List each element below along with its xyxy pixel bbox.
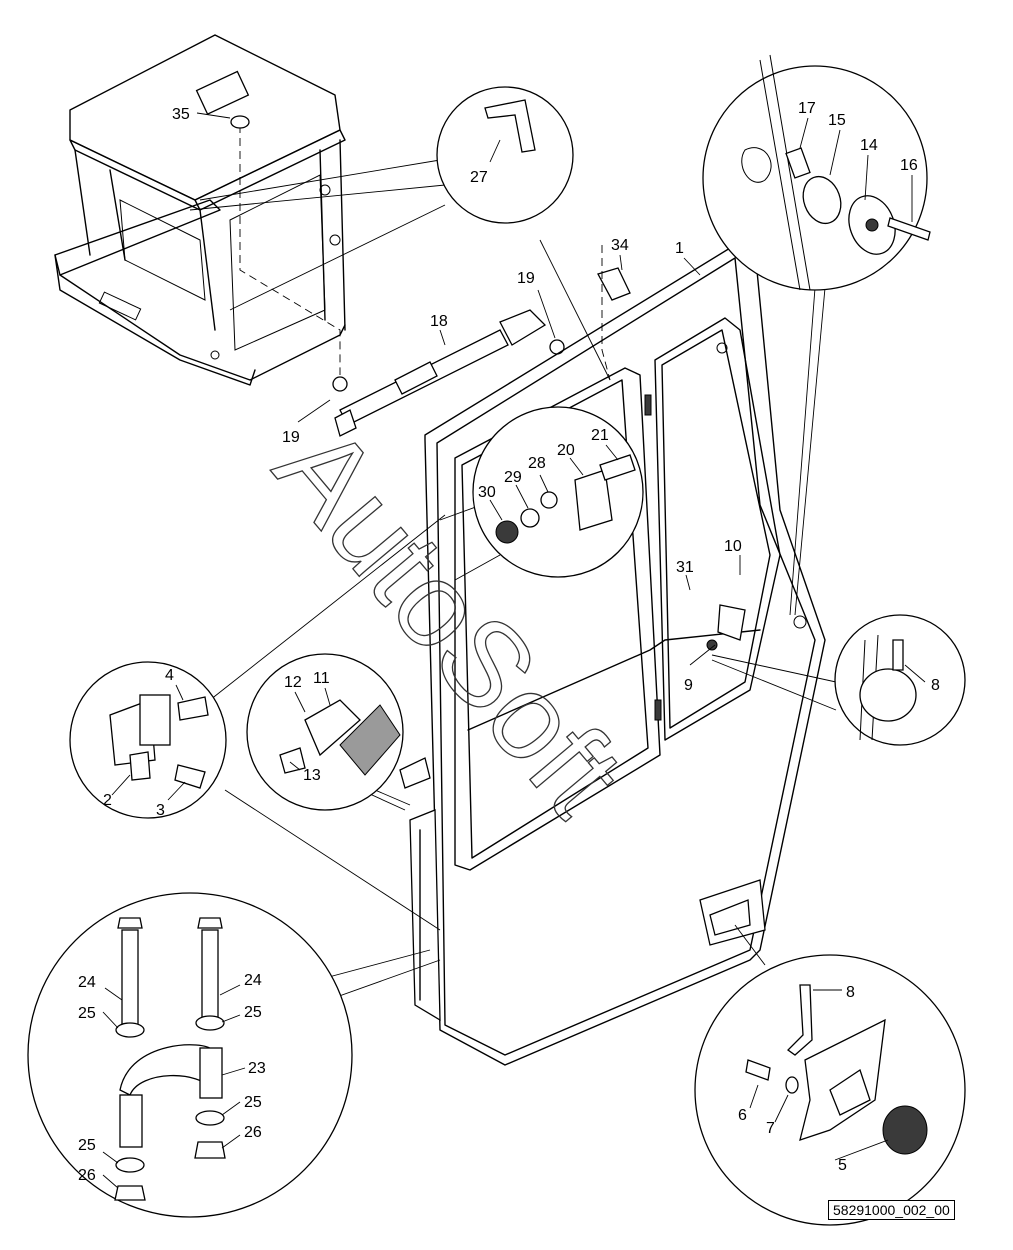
callout-24: 24 <box>78 974 96 991</box>
callout-13: 13 <box>303 767 321 784</box>
callout-25: 25 <box>78 1005 96 1022</box>
callout-25: 25 <box>244 1004 262 1021</box>
callout-25: 25 <box>244 1094 262 1111</box>
callout-1: 1 <box>675 240 684 257</box>
callout-12: 12 <box>284 674 302 691</box>
callout-30: 30 <box>478 484 496 501</box>
callout-21: 21 <box>591 427 609 444</box>
callout-24: 24 <box>244 972 262 989</box>
callout-20: 20 <box>557 442 575 459</box>
callout-26: 26 <box>78 1167 96 1184</box>
callout-3: 3 <box>156 802 165 819</box>
callout-labels: 1 2 3 4 5 6 7 8 8 9 10 11 12 13 14 15 16… <box>78 100 940 1189</box>
callout-11: 11 <box>313 670 330 687</box>
callout-18: 18 <box>430 313 448 330</box>
detail-hinge <box>69 514 446 931</box>
callout-34: 34 <box>611 237 629 254</box>
callout-14: 14 <box>860 137 878 154</box>
detail-inner-handle <box>694 924 966 1226</box>
detail-strut-end <box>246 653 411 811</box>
cab-frame <box>54 34 346 386</box>
callout-19: 19 <box>517 270 535 287</box>
detail-latch-plate <box>439 406 644 581</box>
callout-15: 15 <box>828 112 846 129</box>
callout-7: 7 <box>766 1120 775 1137</box>
callout-16: 16 <box>900 157 918 174</box>
detail-hinge-pin <box>702 54 931 616</box>
door-panel <box>399 244 826 1066</box>
callout-23: 23 <box>248 1060 266 1077</box>
callout-2: 2 <box>103 792 112 809</box>
callout-8: 8 <box>931 677 940 694</box>
callout-6: 6 <box>738 1107 747 1124</box>
callout-29: 29 <box>504 469 522 486</box>
callout-25: 25 <box>78 1137 96 1154</box>
callout-28: 28 <box>528 455 546 472</box>
drawing-code: 58291000_002_00 <box>828 1200 955 1220</box>
callout-31: 31 <box>676 559 694 576</box>
callout-10: 10 <box>724 538 742 555</box>
detail-bush <box>711 614 966 746</box>
callout-26: 26 <box>244 1124 262 1141</box>
callout-8: 8 <box>846 984 855 1001</box>
detail-hex-key <box>189 86 611 381</box>
callout-9: 9 <box>684 677 693 694</box>
callout-5: 5 <box>838 1157 847 1174</box>
callout-17: 17 <box>798 100 816 117</box>
detail-handle-mount <box>27 892 441 1218</box>
gas-strut <box>332 245 631 437</box>
callout-4: 4 <box>165 667 174 684</box>
callout-19: 19 <box>282 429 300 446</box>
callout-27: 27 <box>470 169 488 186</box>
callout-35: 35 <box>172 106 190 123</box>
